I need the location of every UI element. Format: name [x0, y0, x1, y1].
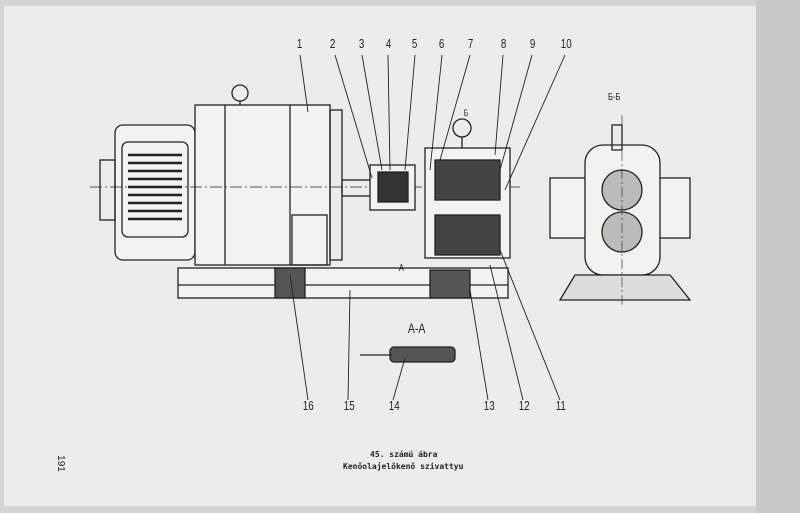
figure-title: Kenőolajelőkenő szivattyu	[343, 462, 464, 471]
callout-2: 2	[329, 36, 336, 51]
cut-mark-b: Б	[463, 108, 469, 118]
callout-16: 16	[302, 398, 314, 413]
callout-10: 10	[560, 36, 572, 51]
callout-13: 13	[483, 398, 495, 413]
page-number: 191	[54, 455, 66, 472]
section-aa-label: A-A	[407, 320, 426, 336]
callout-1: 1	[296, 36, 303, 51]
callout-9: 9	[529, 36, 536, 51]
callout-7: 7	[467, 36, 474, 51]
callout-8: 8	[500, 36, 507, 51]
cut-mark-a: A	[398, 263, 404, 274]
callout-4: 4	[385, 36, 392, 51]
callout-5: 5	[411, 36, 418, 51]
section-bb-label: Б-Б	[608, 92, 621, 103]
callout-14: 14	[388, 398, 400, 413]
callout-3: 3	[358, 36, 365, 51]
section-bb-view	[549, 115, 692, 305]
pump-assembly-side-view	[90, 54, 566, 401]
callout-12: 12	[518, 398, 530, 413]
callout-11: 11	[555, 398, 566, 413]
figure-number: 45. számú ábra	[370, 450, 438, 459]
callout-15: 15	[343, 398, 355, 413]
callout-6: 6	[438, 36, 445, 51]
